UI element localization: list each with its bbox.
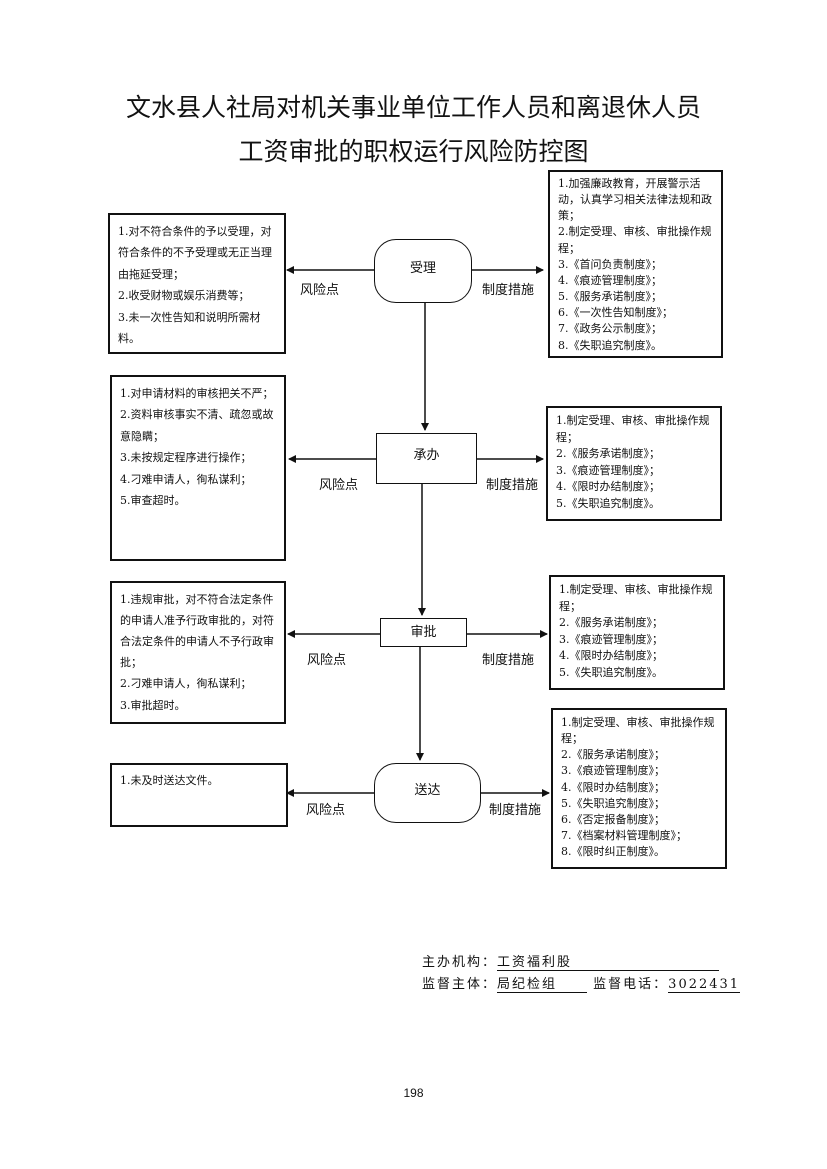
- measure-2-item-4: 4.《限时办结制度》；: [556, 480, 660, 493]
- measure-3-item-4: 4.《限时办结制度》；: [559, 649, 663, 662]
- risk-2-item-2: 2.资料审核事实不清、疏忽或故意隐瞒；: [120, 408, 274, 443]
- measure-1-item-1: 1.加强廉政教育，开展警示活动，认真学习相关法律法规和政策；: [558, 177, 712, 223]
- risk-1-item-2: 2.收受财物或娱乐消费等；: [118, 289, 250, 303]
- measure-4-item-4: 4.《限时办结制度》；: [561, 780, 665, 794]
- risk-box-1: 1.对不符合条件的予以受理，对符合条件的不予受理或无正当理由拖延受理； 2.收受…: [108, 213, 286, 354]
- measure-3-item-2: 2.《服务承诺制度》；: [559, 616, 663, 629]
- measure-box-3: 1.制定受理、审核、审批操作规程； 2.《服务承诺制度》； 3.《痕迹管理制度》…: [549, 575, 725, 690]
- measure-box-2: 1.制定受理、审核、审批操作规程； 2.《服务承诺制度》； 3.《痕迹管理制度》…: [546, 406, 722, 521]
- phone-label: 监督电话：: [593, 977, 669, 992]
- supervisor-label: 监督主体：: [422, 977, 498, 992]
- measure-2-item-5: 5.《失职追究制度》。: [556, 496, 660, 510]
- measure-label-4: 制度措施: [489, 803, 542, 818]
- risk-1-item-1: 1.对不符合条件的予以受理，对符合条件的不予受理或无正当理由拖延受理；: [118, 225, 272, 281]
- measure-2-item-3: 3.《痕迹管理制度》；: [556, 463, 660, 477]
- risk-3-item-3: 3.审批超时。: [120, 698, 186, 712]
- measure-label-3: 制度措施: [482, 653, 535, 668]
- measure-3-item-3: 3.《痕迹管理制度》；: [559, 632, 663, 646]
- measure-4-item-6: 6.《否定报备制度》；: [561, 812, 665, 826]
- measure-4-item-7: 7.《档案材料管理制度》；: [561, 829, 687, 843]
- risk-2-item-3: 3.未按规定程序进行操作；: [120, 451, 252, 465]
- step-node-4: 送达: [374, 763, 481, 823]
- measure-2-item-2: 2.《服务承诺制度》；: [556, 447, 660, 460]
- risk-box-4: 1.未及时送达文件。: [110, 763, 288, 827]
- step-2-label: 承办: [413, 448, 440, 463]
- risk-label-1: 风险点: [300, 283, 340, 298]
- page-number: 198: [403, 1086, 424, 1100]
- measure-4-item-3: 3.《痕迹管理制度》；: [561, 764, 665, 778]
- risk-3-item-1: 1.违规审批，对不符合法定条件的申请人准予行政审批的，对符合法定条件的申请人不予…: [120, 593, 274, 670]
- measure-1-item-4: 4.《痕迹管理制度》；: [558, 273, 662, 287]
- supervisor-value: 局纪检组: [497, 973, 588, 993]
- measure-1-item-5: 5.《服务承诺制度》；: [558, 290, 662, 304]
- measure-3-item-1: 1.制定受理、审核、审批操作规程；: [559, 583, 713, 613]
- footer-org: 主办机构：工资福利股: [422, 951, 720, 971]
- risk-label-4: 风险点: [306, 803, 346, 818]
- measure-1-item-8: 8.《失职追究制度》。: [558, 338, 662, 352]
- risk-box-3: 1.违规审批，对不符合法定条件的申请人准予行政审批的，对符合法定条件的申请人不予…: [110, 581, 286, 724]
- step-3-label: 审批: [410, 625, 437, 640]
- measure-1-item-6: 6.《一次性告知制度》；: [558, 306, 673, 320]
- measure-label-2: 制度措施: [486, 478, 539, 493]
- org-label: 主办机构：: [422, 955, 498, 970]
- org-value: 工资福利股: [497, 951, 720, 971]
- measure-1-item-2: 2.制定受理、审核、审批操作规程；: [558, 225, 712, 255]
- risk-3-item-2: 2.刁难申请人，徇私谋利；: [120, 677, 252, 691]
- measure-1-item-3: 3.《首问负责制度》；: [558, 257, 662, 271]
- measure-box-4: 1.制定受理、审核、审批操作规程； 2.《服务承诺制度》； 3.《痕迹管理制度》…: [551, 708, 727, 869]
- risk-2-item-1: 1.对申请材料的审核把关不严；: [120, 387, 274, 400]
- measure-4-item-8: 8.《限时纠正制度》。: [561, 845, 665, 859]
- measure-4-item-1: 1.制定受理、审核、审批操作规程；: [561, 716, 715, 746]
- measure-2-item-1: 1.制定受理、审核、审批操作规程；: [556, 414, 710, 444]
- step-node-3: 审批: [380, 618, 467, 647]
- phone-value: 3022431: [668, 977, 741, 993]
- risk-2-item-4: 4.刁难申请人，徇私谋利；: [120, 472, 252, 486]
- step-node-1: 受理: [374, 239, 472, 303]
- title-line-2: 工资审批的职权运行风险防控图: [238, 137, 589, 166]
- risk-box-2: 1.对申请材料的审核把关不严； 2.资料审核事实不清、疏忽或故意隐瞒； 3.未按…: [110, 375, 286, 561]
- risk-label-3: 风险点: [307, 653, 347, 668]
- title-line-1: 文水县人社局对机关事业单位工作人员和离退休人员: [125, 93, 701, 122]
- measure-label-1: 制度措施: [482, 283, 535, 298]
- footer-supervisor: 监督主体：局纪检组 监督电话：3022431: [422, 973, 741, 993]
- measure-box-1: 1.加强廉政教育，开展警示活动，认真学习相关法律法规和政策； 2.制定受理、审核…: [548, 170, 723, 358]
- step-1-label: 受理: [409, 260, 436, 276]
- risk-label-2: 风险点: [319, 478, 359, 493]
- step-node-2: 承办: [376, 433, 477, 484]
- measure-4-item-2: 2.《服务承诺制度》；: [561, 748, 665, 762]
- measure-3-item-5: 5.《失职追究制度》。: [559, 665, 663, 679]
- risk-4-item-1: 1.未及时送达文件。: [120, 774, 219, 787]
- step-4-label: 送达: [414, 782, 441, 798]
- risk-2-item-5: 5.审查超时。: [120, 494, 186, 508]
- measure-1-item-7: 7.《政务公示制度》；: [558, 322, 662, 336]
- measure-4-item-5: 5.《失职追究制度》；: [561, 796, 665, 810]
- risk-1-item-3: 3.未一次性告知和说明所需材料。: [118, 310, 261, 346]
